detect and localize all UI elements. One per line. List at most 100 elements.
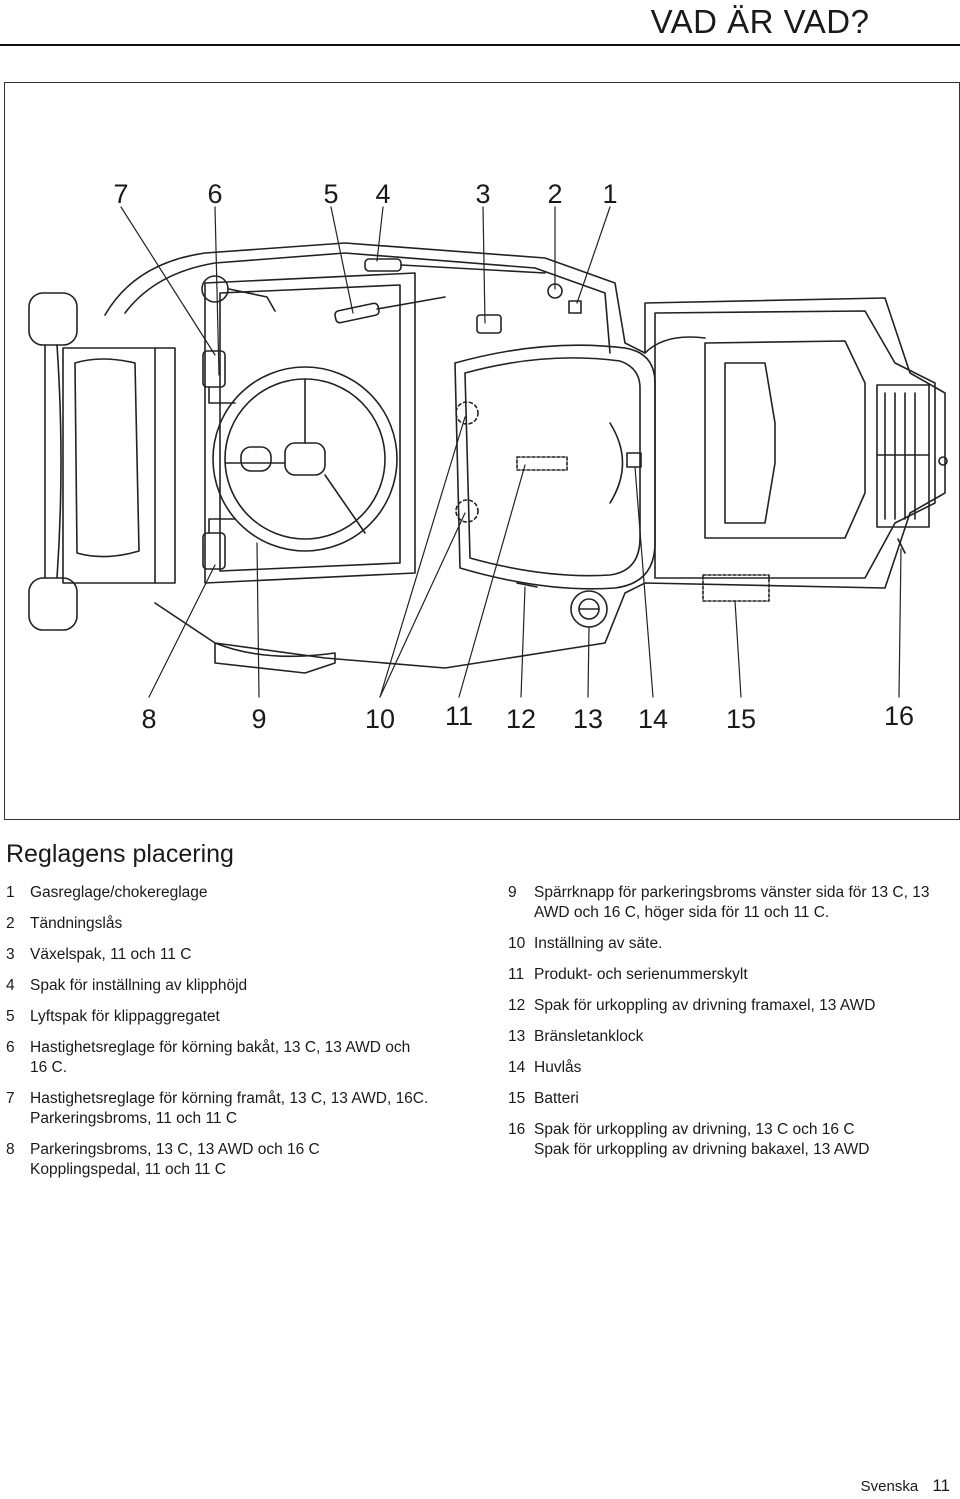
legend-number: 15 bbox=[508, 1090, 526, 1107]
legend-item: 13 Bränsletanklock bbox=[508, 1027, 948, 1047]
legend-text: Batteri bbox=[534, 1089, 948, 1109]
legend-text: Parkeringsbroms, 13 C, 13 AWD och 16 C K… bbox=[30, 1140, 466, 1180]
callout-12: 12 bbox=[506, 704, 536, 734]
legend-item: 1 Gasreglage/chokereglage bbox=[6, 883, 466, 903]
legend-line: Spak för urkoppling av drivning framaxel… bbox=[534, 997, 876, 1014]
legend-item: 2 Tändningslås bbox=[6, 914, 466, 934]
steering-wheel bbox=[212, 366, 398, 552]
front-wheel-top bbox=[28, 292, 78, 346]
legend-line: Hastighetsreglage för körning bakåt, 13 … bbox=[30, 1039, 411, 1056]
legend-number: 11 bbox=[508, 966, 525, 983]
front-axle-disengage-lever bbox=[516, 582, 538, 588]
callout-15: 15 bbox=[726, 704, 756, 734]
legend-item: 9 Spärrknapp för parkeringsbroms vänster… bbox=[508, 883, 948, 923]
legend-number: 9 bbox=[508, 884, 517, 901]
legend-line: Spak för urkoppling av drivning bakaxel,… bbox=[534, 1141, 870, 1158]
legend-item: 3 Växelspak, 11 och 11 C bbox=[6, 945, 466, 965]
page-title: VAD ÄR VAD? bbox=[650, 3, 870, 40]
legend-text: Tändningslås bbox=[30, 914, 466, 934]
legend-line: Kopplingspedal, 11 och 11 C bbox=[30, 1161, 226, 1178]
legend-number: 2 bbox=[6, 915, 15, 932]
legend-number: 13 bbox=[508, 1028, 526, 1045]
callout-14: 14 bbox=[638, 704, 668, 734]
page-footer: Svenska 11 bbox=[861, 1476, 950, 1496]
hood-latch bbox=[626, 452, 642, 468]
legend-line: Hastighetsreglage för körning framåt, 13… bbox=[30, 1090, 429, 1107]
legend-text: Lyftspak för klippaggregatet bbox=[30, 1007, 466, 1027]
legend-item: 6 Hastighetsreglage för körning bakåt, 1… bbox=[6, 1038, 466, 1078]
callout-5: 5 bbox=[323, 179, 338, 209]
battery-grille bbox=[876, 384, 948, 528]
legend-item: 4 Spak för inställning av klipphöjd bbox=[6, 976, 466, 996]
legend-line: Parkeringsbroms, 13 C, 13 AWD och 16 C bbox=[30, 1141, 320, 1158]
legend-text: Spak för urkoppling av drivning, 13 C oc… bbox=[534, 1120, 948, 1160]
legend-left-column: 1 Gasreglage/chokereglage 2 Tändningslås… bbox=[6, 883, 466, 1191]
legend-item: 15 Batteri bbox=[508, 1089, 948, 1109]
mower-body-outline bbox=[28, 242, 948, 674]
serial-number-plate bbox=[516, 456, 568, 471]
legend-number: 7 bbox=[6, 1090, 15, 1107]
fuel-cap bbox=[570, 590, 608, 628]
front-wheel-bottom bbox=[28, 577, 78, 631]
header-rule bbox=[0, 44, 960, 46]
reverse-speed-control bbox=[201, 275, 229, 303]
legend-item: 7 Hastighetsreglage för körning framåt, … bbox=[6, 1089, 466, 1129]
legend-number: 6 bbox=[6, 1039, 15, 1056]
legend-line: Inställning av säte. bbox=[534, 935, 663, 952]
legend-item: 8 Parkeringsbroms, 13 C, 13 AWD och 16 C… bbox=[6, 1140, 466, 1180]
legend-number: 3 bbox=[6, 946, 15, 963]
legend-text: Produkt- och serienummerskylt bbox=[534, 965, 948, 985]
callout-9: 9 bbox=[251, 704, 266, 734]
legend-line: Spärrknapp för parkeringsbroms vänster s… bbox=[534, 884, 930, 901]
legend-line: Växelspak, 11 och 11 C bbox=[30, 946, 192, 963]
callout-10: 10 bbox=[365, 704, 395, 734]
legend-item: 10 Inställning av säte. bbox=[508, 934, 948, 954]
legend-number: 12 bbox=[508, 997, 526, 1014]
seat-adjust-knob-lower bbox=[455, 499, 479, 523]
legend-number: 4 bbox=[6, 977, 15, 994]
section-title: Reglagens placering bbox=[6, 840, 234, 868]
legend-line: Tändningslås bbox=[30, 915, 123, 932]
legend-item: 11 Produkt- och serienummerskylt bbox=[508, 965, 948, 985]
legend-text: Spak för inställning av klipphöjd bbox=[30, 976, 466, 996]
callout-16: 16 bbox=[884, 701, 914, 731]
legend-line: Batteri bbox=[534, 1090, 579, 1107]
callout-6: 6 bbox=[207, 179, 222, 209]
legend-right-column: 9 Spärrknapp för parkeringsbroms vänster… bbox=[508, 883, 948, 1171]
callout-8: 8 bbox=[141, 704, 156, 734]
callout-7: 7 bbox=[113, 179, 128, 209]
forward-speed-pedal bbox=[202, 350, 226, 388]
legend-number: 1 bbox=[6, 884, 15, 901]
legend-line: Huvlås bbox=[534, 1059, 582, 1076]
legend-line: Lyftspak för klippaggregatet bbox=[30, 1008, 220, 1025]
footer-language: Svenska bbox=[860, 1478, 919, 1495]
callout-13: 13 bbox=[573, 704, 603, 734]
legend-item: 12 Spak för urkoppling av drivning frama… bbox=[508, 996, 948, 1016]
legend-text: Växelspak, 11 och 11 C bbox=[30, 945, 466, 965]
legend-text: Hastighetsreglage för körning framåt, 13… bbox=[30, 1089, 466, 1129]
legend-item: 14 Huvlås bbox=[508, 1058, 948, 1078]
deck-lift-lever-knob bbox=[334, 302, 380, 324]
callout-1: 1 bbox=[602, 179, 617, 209]
legend-line: Gasreglage/chokereglage bbox=[30, 884, 208, 901]
legend-text: Inställning av säte. bbox=[534, 934, 948, 954]
legend-number: 16 bbox=[508, 1121, 526, 1138]
legend-line: Parkeringsbroms, 11 och 11 C bbox=[30, 1110, 238, 1127]
legend-text: Huvlås bbox=[534, 1058, 948, 1078]
parking-brake-pedal bbox=[202, 532, 226, 570]
legend-number: 10 bbox=[508, 935, 526, 952]
callout-4: 4 bbox=[375, 179, 390, 209]
seat bbox=[454, 344, 656, 590]
rider-diagram-frame: 7 6 5 4 3 2 1 8 9 10 11 12 13 14 15 16 bbox=[4, 82, 960, 820]
page-header: VAD ÄR VAD? bbox=[0, 0, 960, 48]
legend-item: 16 Spak för urkoppling av drivning, 13 C… bbox=[508, 1120, 948, 1160]
gear-lever-knob bbox=[476, 314, 502, 334]
cutting-height-lever-knob bbox=[364, 258, 402, 272]
seat-adjust-knob-upper bbox=[455, 401, 479, 425]
legend-number: 14 bbox=[508, 1059, 526, 1076]
legend-line: Produkt- och serienummerskylt bbox=[534, 966, 748, 983]
callout-11: 11 bbox=[445, 701, 473, 731]
page-number: 11 bbox=[932, 1476, 950, 1495]
legend-text: Spärrknapp för parkeringsbroms vänster s… bbox=[534, 883, 948, 923]
rider-top-view-illustration: 7 6 5 4 3 2 1 8 9 10 11 12 13 14 15 16 bbox=[28, 179, 948, 734]
